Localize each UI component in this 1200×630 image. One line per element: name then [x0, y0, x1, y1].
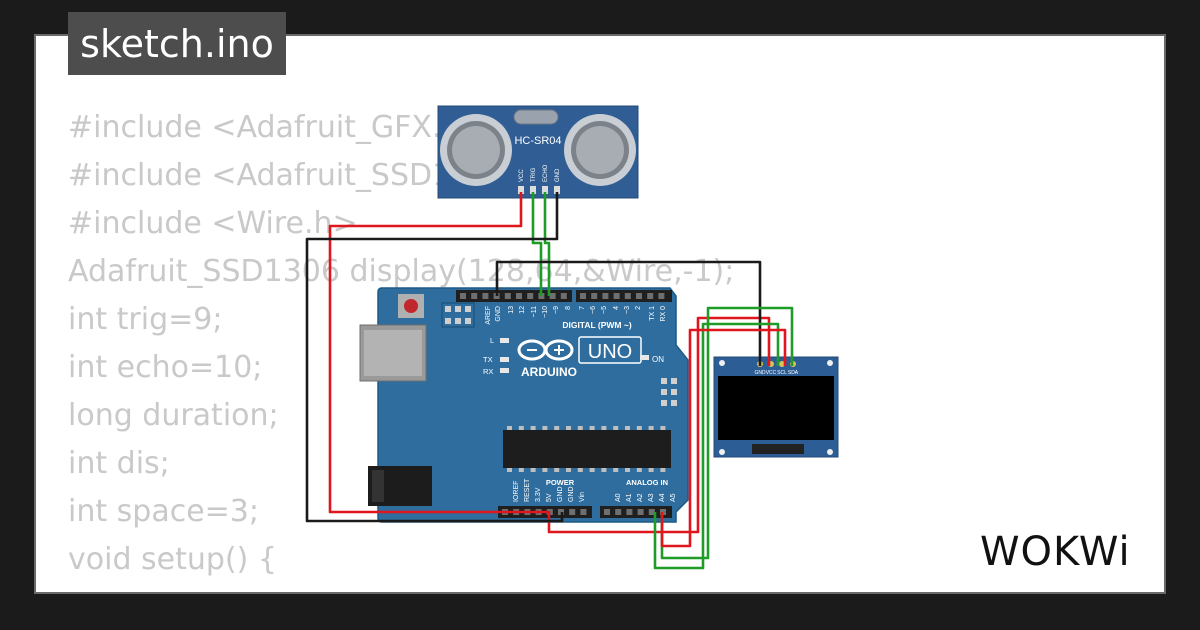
sensor-pin[interactable]: [554, 186, 560, 194]
code-line: int echo=10;: [68, 350, 263, 385]
wire-gnd-sensor: [305, 192, 564, 523]
code-line: int dis;: [68, 446, 170, 481]
digital-pin-label: 7: [579, 306, 586, 310]
digital-pin-label: ~9: [553, 306, 560, 314]
oled-pin-label: SCL: [777, 370, 787, 376]
digital-pin-label: AREF: [485, 306, 492, 325]
led-l-label: L: [490, 336, 494, 345]
oled-pin-label: VCC: [766, 370, 777, 376]
analog-pin-label: A4: [659, 493, 666, 502]
board-brand-label: ARDUINO: [521, 365, 577, 379]
sensor-pin-label: TRIG: [531, 167, 537, 182]
led-tx: [500, 357, 509, 362]
code-line: Adafruit_SSD1306 display(128,64,&Wire,-1…: [68, 254, 735, 289]
digital-pin-label: 2: [635, 306, 642, 310]
code-line: int trig=9;: [68, 302, 223, 337]
wire-oled-red: [660, 328, 787, 548]
digital-pin-label: ~11: [531, 306, 538, 317]
led-on-label: ON: [652, 355, 664, 364]
digital-header-right: [576, 290, 672, 302]
wokwi-logo: WOKWi: [980, 529, 1131, 575]
led-tx-label: TX: [483, 355, 493, 364]
wire-sda: [660, 306, 794, 560]
wire-gnd-oled: [495, 260, 762, 366]
hc-sr04-sensor[interactable]: HC-SR04 VCC TRIG ECHO GND: [437, 105, 639, 199]
digital-pin-label: ~6: [590, 306, 597, 314]
sensor-pin[interactable]: [518, 186, 524, 194]
digital-label: DIGITAL (PWM ~): [562, 320, 632, 330]
digital-pin-label: TX 1: [649, 306, 656, 321]
wires: [305, 192, 794, 570]
digital-pin-label: RX 0: [660, 306, 667, 322]
power-pin-label: 5V: [546, 493, 553, 502]
analog-pin-label: A0: [615, 493, 622, 502]
led-rx: [500, 368, 509, 373]
sensor-pin-label: GND: [555, 168, 561, 182]
digital-pin-label: 13: [508, 306, 515, 314]
analog-pin-label: A1: [626, 493, 633, 502]
power-pin-label: Vin: [579, 492, 586, 502]
power-pin-label: GND: [557, 486, 564, 502]
oled-screen: [718, 376, 834, 440]
analog-pin-label: A5: [670, 493, 677, 502]
led-rx-label: RX: [483, 367, 493, 376]
code-line: long duration;: [68, 398, 279, 433]
digital-pin-label: ~5: [601, 306, 608, 314]
sensor-pin-label: VCC: [519, 169, 525, 182]
analog-pin-label: A3: [648, 493, 655, 502]
code-line: display.begin(SSD1306_SWITCHCAPVCC,0x3c)…: [68, 584, 771, 592]
wire-echo: [543, 192, 551, 296]
power-pin-label: IOREF: [513, 481, 520, 502]
digital-pin-label: 8: [565, 306, 572, 310]
digital-pin-label: ~3: [624, 306, 631, 314]
file-tab[interactable]: sketch.ino: [68, 12, 286, 75]
digital-pin-label: 12: [519, 306, 526, 314]
code-line: #include <Adafruit_GFX.h>: [68, 110, 486, 145]
power-pin-label: 3.3V: [535, 487, 542, 502]
analog-label: ANALOG IN: [626, 478, 668, 487]
oled-pin-label: SDA: [788, 370, 799, 376]
oled-pin-label: GND: [754, 370, 766, 376]
oled-pin[interactable]: [779, 361, 785, 367]
code-line: void setup() {: [68, 542, 277, 577]
code-line: #include <Wire.h>: [68, 206, 358, 241]
digital-pin-label: ~10: [542, 306, 549, 318]
led-on: [640, 355, 649, 360]
sensor-pin[interactable]: [530, 186, 536, 194]
power-pin-label: RESET: [524, 478, 531, 502]
analog-pin-label: A2: [637, 493, 644, 502]
sensor-pin[interactable]: [542, 186, 548, 194]
digital-pin-label: GND: [495, 306, 502, 322]
led-l: [500, 338, 509, 343]
arduino-infinity-icon: [517, 339, 574, 361]
microcontroller-chip: [503, 430, 671, 468]
code-line: int space=3;: [68, 494, 259, 529]
arduino-uno-board[interactable]: UNO ARDUINO DIGITAL (PWM ~) POWER ANALOG…: [359, 287, 689, 523]
wire-trig: [531, 192, 543, 296]
svg-text:WOKWi: WOKWi: [980, 529, 1131, 575]
digital-pin-label: 4: [613, 306, 620, 310]
sensor-model-label: HC-SR04: [514, 135, 561, 147]
board-model-label: UNO: [588, 341, 632, 363]
sensor-pin-label: ECHO: [543, 164, 549, 182]
power-label: POWER: [546, 478, 575, 487]
power-pin-label: GND: [568, 486, 575, 502]
